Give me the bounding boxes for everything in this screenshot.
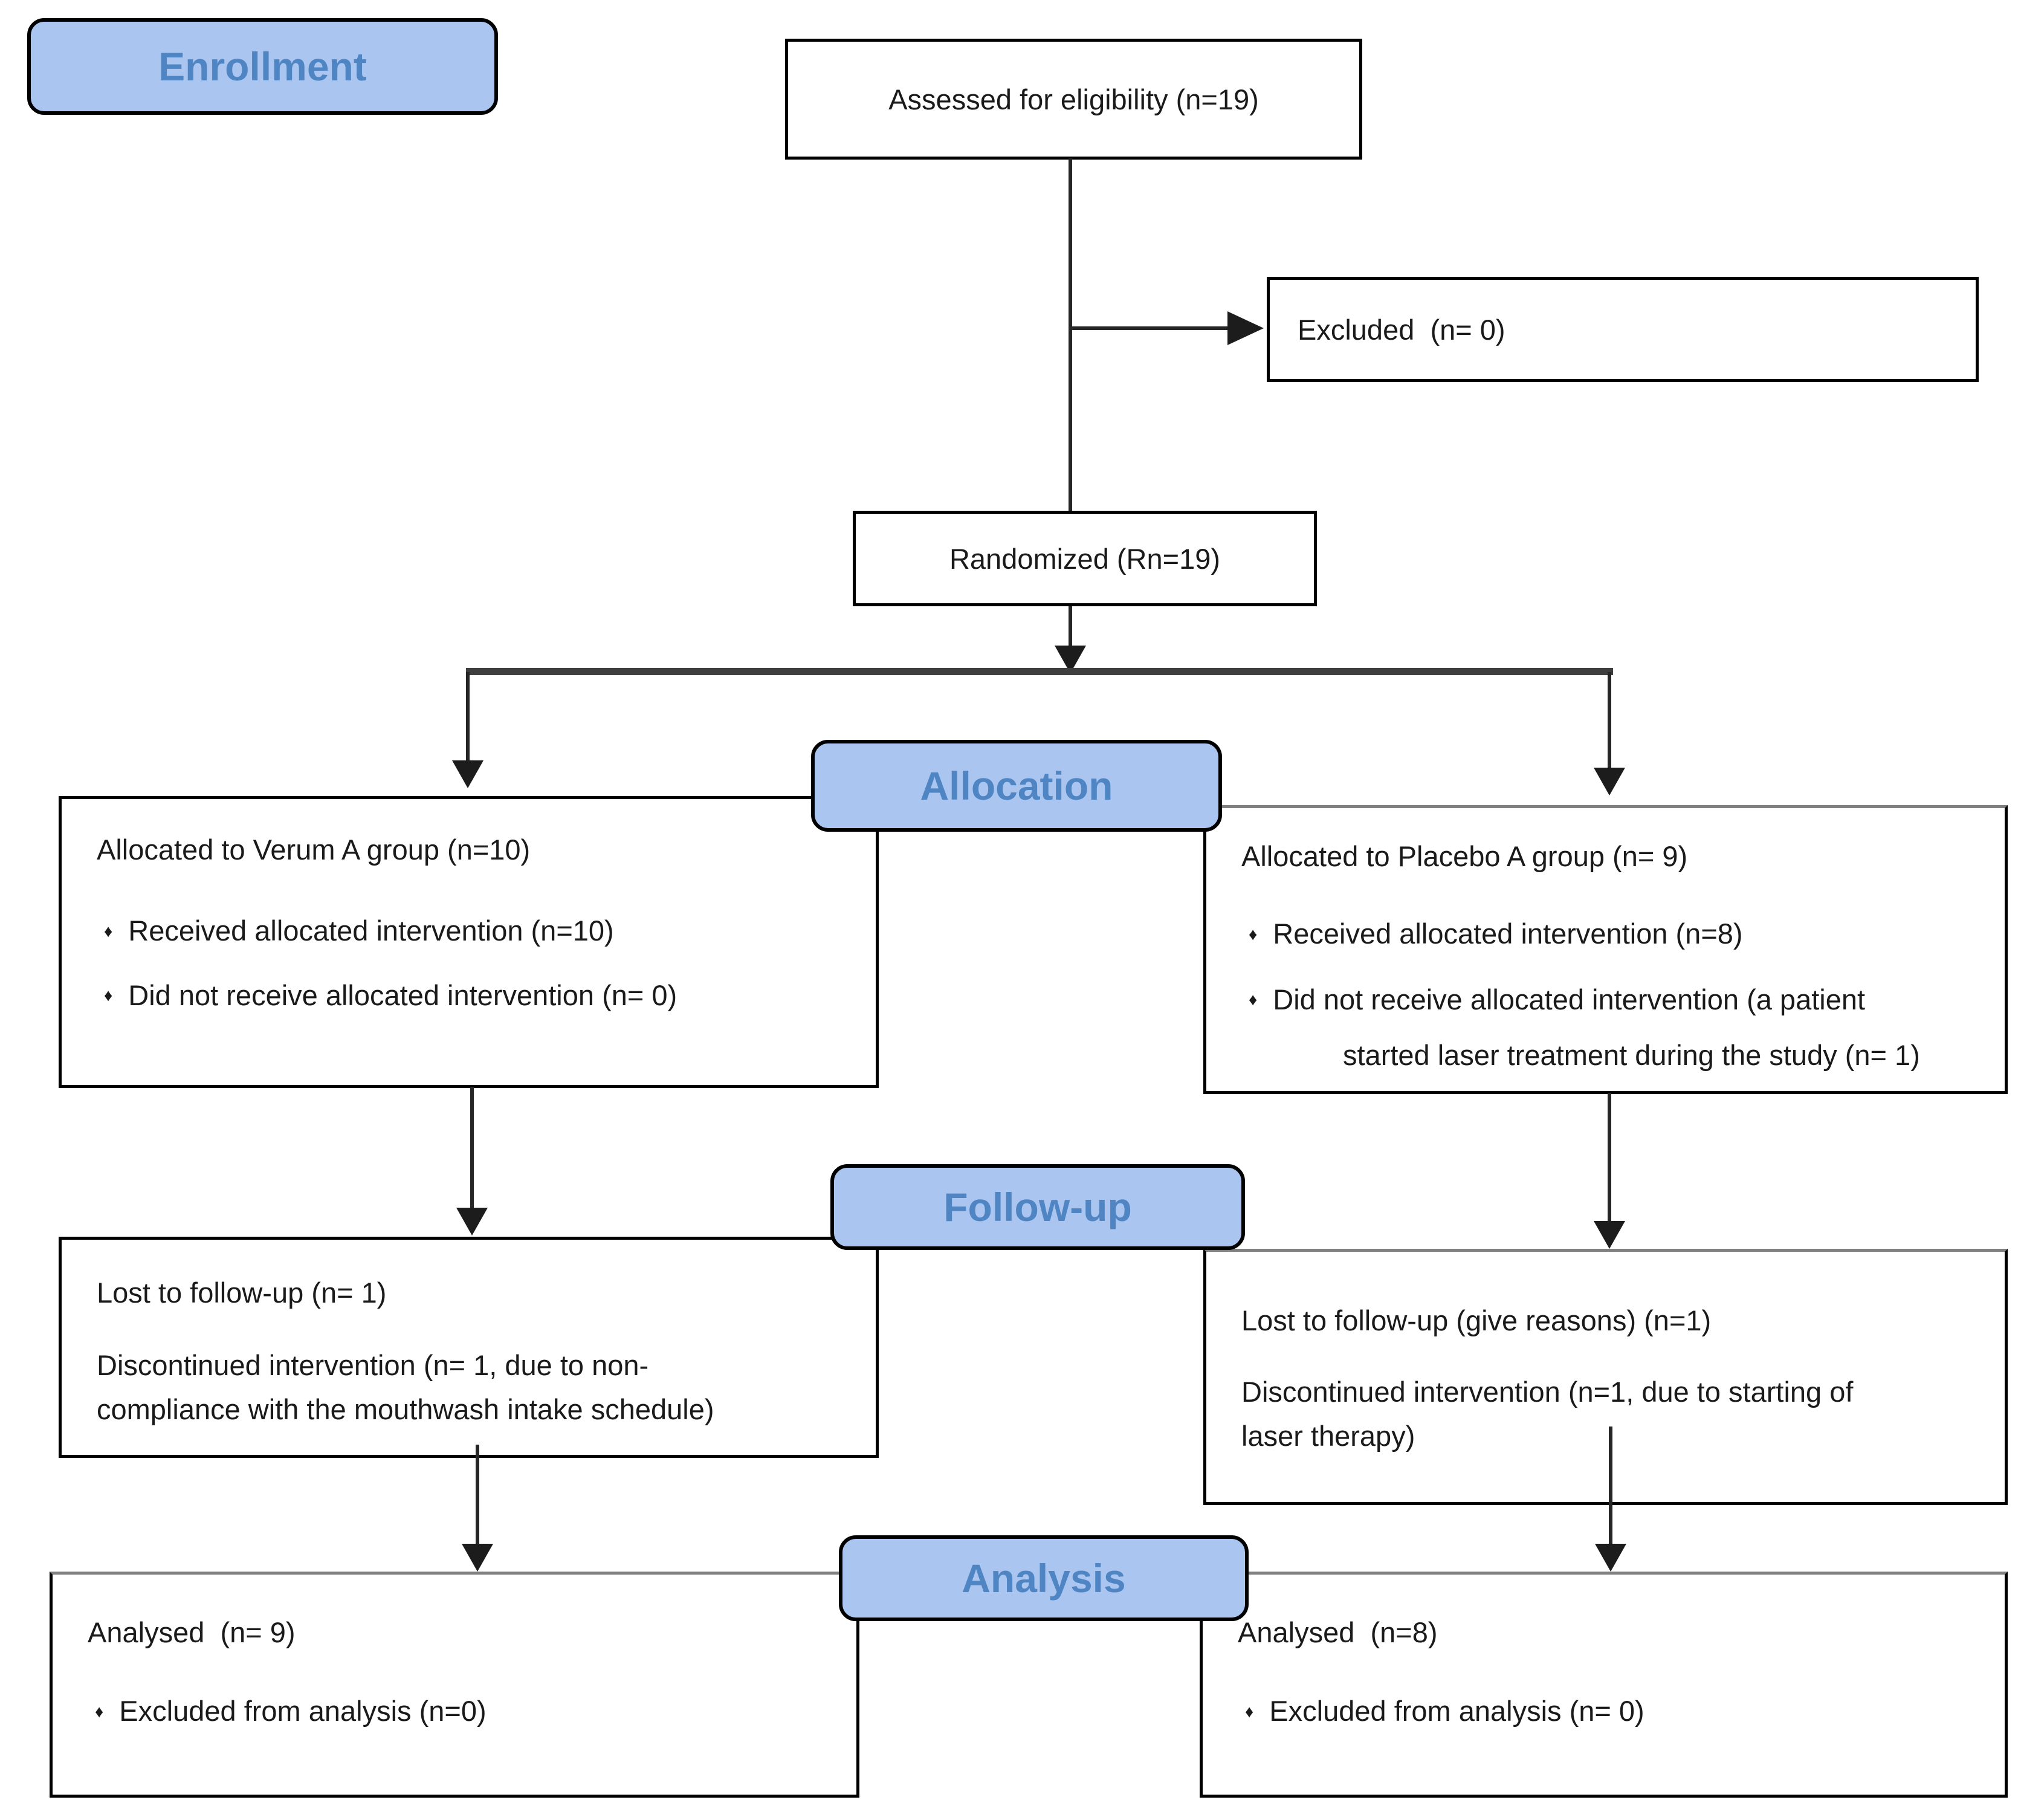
analysis-right-box: Analysed (n=8) ♦ Excluded from analysis …	[1200, 1572, 2008, 1798]
stage-allocation-label: Allocation	[920, 763, 1113, 808]
followup-right-line3: laser therapy)	[1241, 1419, 1415, 1452]
stage-analysis: Analysis	[839, 1535, 1249, 1621]
alloc-left-bullet1: ♦ Received allocated intervention (n=10)	[97, 914, 864, 948]
stage-enrollment-label: Enrollment	[158, 44, 367, 89]
stage-followup-label: Follow-up	[943, 1185, 1132, 1229]
alloc-left-title: Allocated to Verum A group (n=10)	[97, 834, 531, 866]
stage-analysis-label: Analysis	[962, 1556, 1126, 1601]
arrowhead-excluded-icon	[1227, 311, 1264, 345]
connector-excluded	[1070, 326, 1227, 330]
analysis-left-bullet1: ♦ Excluded from analysis (n=0)	[88, 1694, 844, 1728]
allocation-left-box: Allocated to Verum A group (n=10) ♦ Rece…	[59, 796, 879, 1088]
followup-left-line3: compliance with the mouthwash intake sch…	[97, 1393, 714, 1425]
followup-left-box: Lost to follow-up (n= 1) Discontinued in…	[59, 1237, 879, 1458]
alloc-right-bullet2-continuation: started laser treatment during the study…	[1343, 1039, 1920, 1072]
connector-branch-right	[1608, 672, 1611, 768]
analysis-right-bullet1-text: Excluded from analysis (n= 0)	[1269, 1695, 1644, 1728]
assessed-box: Assessed for eligibility (n=19)	[785, 39, 1362, 160]
alloc-right-bullet1-text: Received allocated intervention (n=8)	[1273, 918, 1743, 950]
allocation-right-box: Allocated to Placebo A group (n= 9) ♦ Re…	[1203, 805, 2008, 1094]
alloc-right-title: Allocated to Placebo A group (n= 9)	[1241, 840, 1688, 872]
connector-fuleft-analysis	[476, 1445, 479, 1544]
alloc-left-bullet2: ♦ Did not receive allocated intervention…	[97, 979, 864, 1012]
diamond-bullet-icon: ♦	[104, 921, 113, 941]
arrowhead-followup-right-icon	[1594, 1221, 1625, 1249]
stage-followup: Follow-up	[830, 1164, 1245, 1250]
diamond-bullet-icon: ♦	[104, 985, 113, 1005]
assessed-text: Assessed for eligibility (n=19)	[888, 83, 1259, 115]
alloc-right-bullet2: ♦ Did not receive allocated intervention…	[1241, 983, 1993, 1017]
followup-left-line1: Lost to follow-up (n= 1)	[97, 1277, 387, 1309]
analysis-right-title: Analysed (n=8)	[1238, 1616, 1438, 1648]
analysis-right-bullet1: ♦ Excluded from analysis (n= 0)	[1238, 1694, 1993, 1728]
alloc-right-bullet2-text: Did not receive allocated intervention (…	[1273, 983, 1866, 1015]
connector-allocleft-followup	[470, 1087, 474, 1208]
alloc-left-bullet2-text: Did not receive allocated intervention (…	[128, 979, 677, 1011]
diamond-bullet-icon: ♦	[95, 1702, 104, 1721]
alloc-right-bullet1: ♦ Received allocated intervention (n=8)	[1241, 917, 1993, 951]
randomized-box: Randomized (Rn=19)	[853, 511, 1317, 606]
connector-furight-analysis	[1609, 1427, 1612, 1544]
connector-allocright-followup	[1608, 1093, 1611, 1221]
diamond-bullet-icon: ♦	[1249, 924, 1258, 944]
followup-right-box: Lost to follow-up (give reasons) (n=1) D…	[1203, 1249, 2008, 1505]
alloc-left-bullet1-text: Received allocated intervention (n=10)	[128, 915, 614, 947]
analysis-left-title: Analysed (n= 9)	[88, 1616, 296, 1648]
arrowhead-alloc-right-icon	[1594, 768, 1625, 795]
excluded-text: Excluded (n= 0)	[1298, 313, 1505, 346]
connector-randomized-branch	[1069, 606, 1072, 647]
stage-allocation: Allocation	[811, 740, 1222, 832]
branch-line	[466, 668, 1613, 675]
arrowhead-followup-left-icon	[456, 1208, 488, 1235]
diamond-bullet-icon: ♦	[1245, 1702, 1254, 1721]
connector-assessed-randomized	[1069, 158, 1072, 511]
followup-right-line2: Discontinued intervention (n=1, due to s…	[1241, 1376, 1854, 1408]
arrowhead-analysis-left-icon	[462, 1544, 493, 1572]
stage-enrollment: Enrollment	[27, 18, 498, 115]
followup-right-line1: Lost to follow-up (give reasons) (n=1)	[1241, 1304, 1712, 1336]
analysis-left-box: Analysed (n= 9) ♦ Excluded from analysis…	[50, 1572, 859, 1798]
excluded-box: Excluded (n= 0)	[1267, 277, 1979, 382]
followup-left-line2: Discontinued intervention (n= 1, due to …	[97, 1349, 649, 1382]
diamond-bullet-icon: ♦	[1249, 989, 1258, 1009]
analysis-left-bullet1-text: Excluded from analysis (n=0)	[119, 1695, 487, 1728]
randomized-text: Randomized (Rn=19)	[949, 542, 1221, 575]
connector-branch-left	[466, 672, 470, 760]
arrowhead-analysis-right-icon	[1595, 1544, 1626, 1572]
arrowhead-alloc-left-icon	[452, 760, 483, 788]
